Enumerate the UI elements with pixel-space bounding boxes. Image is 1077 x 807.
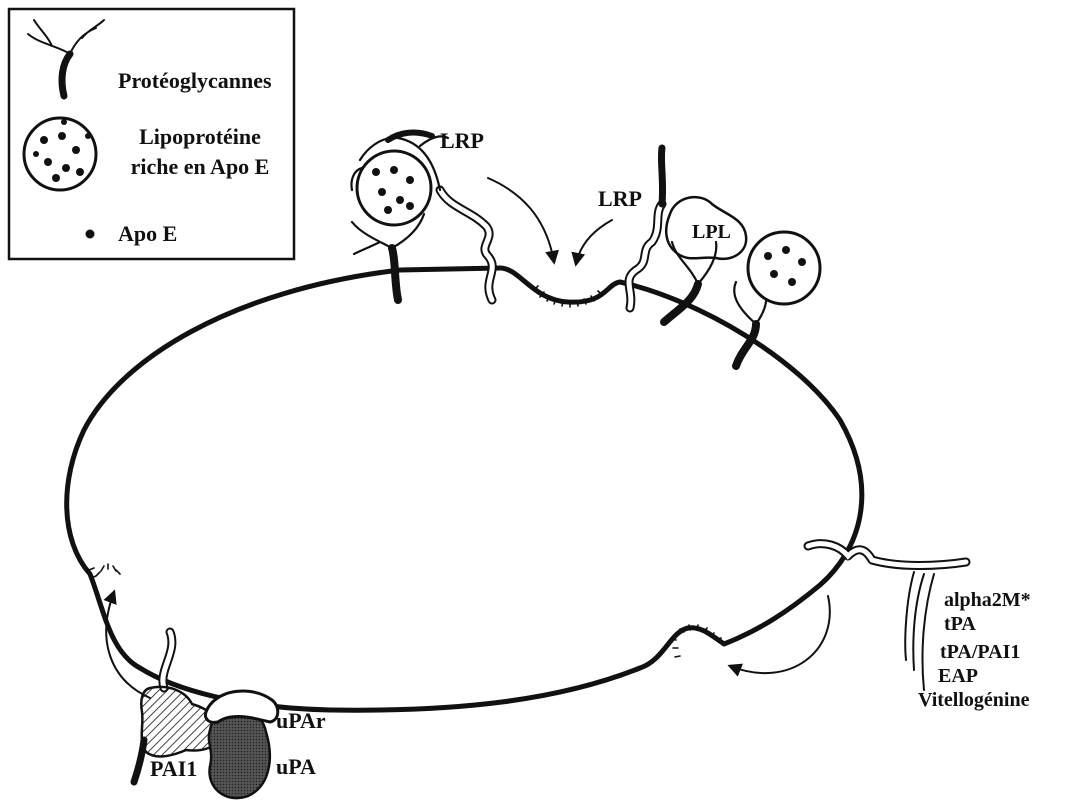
- ligand-list: alpha2M* tPA tPA/PAI1 EAP Vitellogénine: [918, 589, 1031, 711]
- legend-lipoprotein-label-line2: riche en Apo E: [131, 154, 270, 179]
- endocytosis-arrow-top-right: [576, 220, 612, 264]
- ligand-alpha2m: alpha2M*: [944, 589, 1031, 611]
- upa-label: uPA: [276, 754, 316, 779]
- ligand-vitellogenine: Vitellogénine: [918, 689, 1030, 711]
- legend: Protéoglycannes Lipoprotéine riche en Ap…: [9, 9, 294, 259]
- legend-proteoglycan-label: Protéoglycannes: [118, 68, 272, 93]
- lipoprotein-top-right: [748, 232, 820, 304]
- pai1-label: PAI1: [150, 756, 197, 781]
- coated-pit-left: [89, 564, 120, 578]
- apoe-dot-icon: [86, 230, 95, 239]
- cell-membrane: [67, 268, 862, 710]
- endocytosis-arrow-top-left: [488, 178, 554, 262]
- ligand-eap: EAP: [938, 665, 978, 687]
- proteoglycan-top-left: [352, 214, 424, 300]
- lipoprotein-top-left: [357, 151, 431, 225]
- legend-apoe-label: Apo E: [118, 221, 177, 246]
- lipoprotein-icon: [24, 118, 96, 190]
- lpl-label: LPL: [692, 221, 731, 243]
- ligand-tpa-pai1: tPA/PAI1: [940, 641, 1020, 663]
- upar-label: uPAr: [276, 708, 326, 733]
- endocytosis-arrow-bottom-left: [106, 592, 150, 698]
- legend-lipoprotein-label-line1: Lipoprotéine: [139, 124, 261, 149]
- lrp-label-top-left: LRP: [440, 128, 484, 153]
- lrp-label-top-right: LRP: [598, 186, 642, 211]
- ligand-tpa: tPA: [944, 613, 976, 635]
